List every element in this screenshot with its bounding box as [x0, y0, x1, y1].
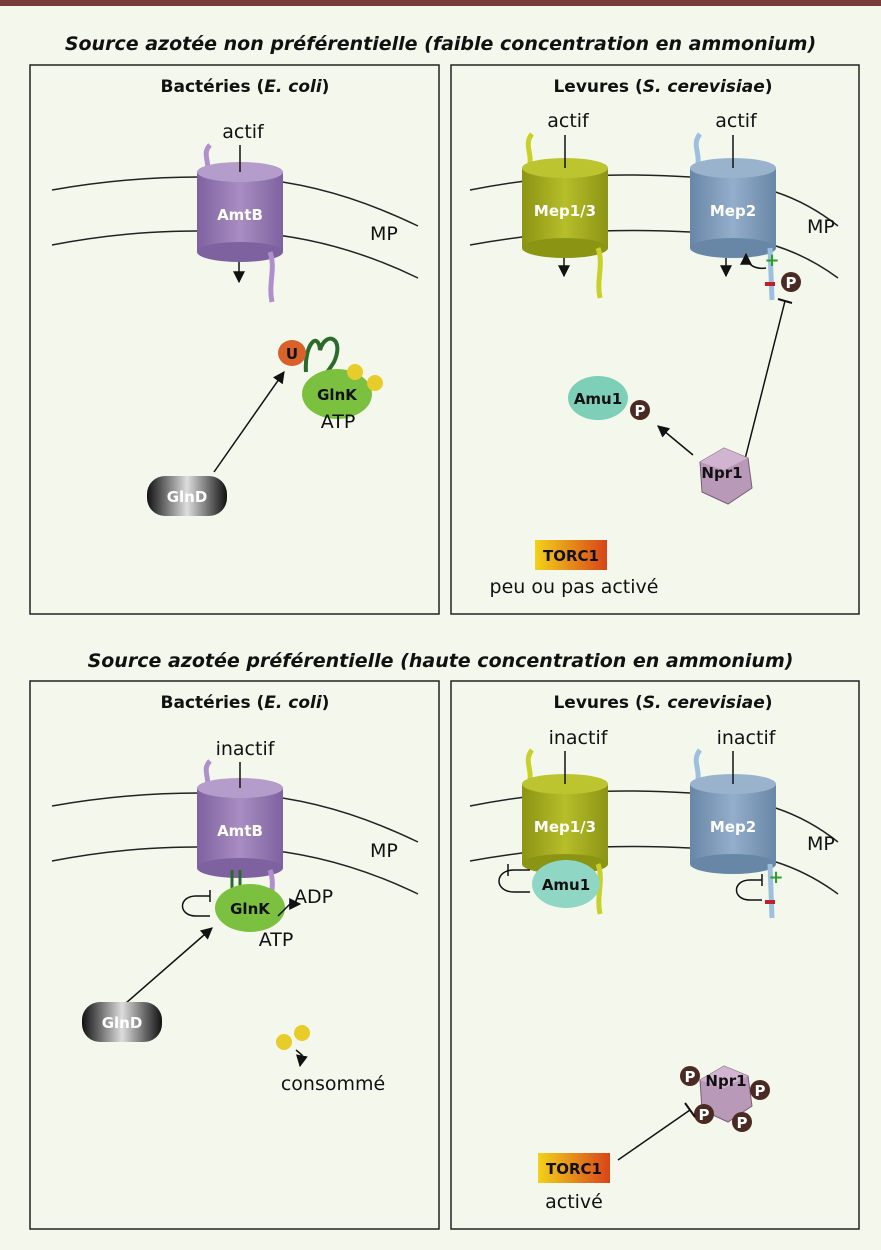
atp-label-high: ATP: [259, 929, 294, 951]
torc1-complex-high: TORC1: [538, 1153, 610, 1183]
torc1-inhibits-npr1-bar: [684, 1102, 696, 1118]
panel-yeast-high: [450, 680, 860, 1230]
mep13-label-low: Mep1/3: [534, 202, 596, 220]
amtb-label-low: AmtB: [217, 206, 263, 224]
mep2-label-low: Mep2: [710, 202, 756, 220]
state-mep2-high: inactif: [717, 727, 777, 749]
svg-text:P: P: [699, 1106, 710, 1124]
inhibition-loop-mep13-high: [498, 869, 530, 893]
npr1-to-amu1-arrow: [657, 425, 694, 456]
inhibition-loop-amtb-high: [181, 895, 210, 917]
glnk-protein-high: [215, 884, 285, 932]
phospho-npr1-high-4: P: [732, 1112, 752, 1132]
glnd-enzyme-low: GlnD: [147, 476, 227, 516]
plus-charge-high: +: [768, 867, 783, 888]
panel-bacteria-high: [29, 680, 440, 1230]
phospho-label-mep2-low: P: [786, 274, 797, 292]
npr1-inhibits-mep2-bar: [777, 298, 793, 304]
mep2-label-high: Mep2: [710, 818, 756, 836]
amu1-protein-high: Amu1: [532, 860, 600, 908]
svg-text:P: P: [685, 1068, 696, 1086]
torc1-complex-low: TORC1: [535, 540, 607, 570]
glnk-label-low: GlnK: [317, 386, 358, 404]
atp-label-low: ATP: [321, 411, 356, 433]
svg-text:P: P: [737, 1114, 748, 1132]
torc1-inhibits-npr1-line: [617, 1109, 691, 1161]
header-bacteria-low: Bactéries (E. coli): [161, 77, 330, 97]
top-rule: [0, 0, 881, 6]
phospho-mep2-low: P: [781, 272, 801, 292]
svg-text:P: P: [755, 1082, 766, 1100]
npr1-label-high: Npr1: [705, 1072, 746, 1090]
minus-charge-low: [765, 282, 775, 286]
mep2-transporter-high: Mep2: [690, 748, 776, 919]
membrane-label-yeast-high: MP: [807, 833, 835, 855]
amu1-label-high: Amu1: [542, 876, 590, 894]
plus-charge-low: +: [764, 250, 779, 271]
phospho-npr1-high-2: P: [750, 1080, 770, 1100]
state-mep13-low: actif: [547, 110, 590, 132]
amtb-transporter-high: AmtB: [197, 759, 283, 878]
state-mep2-low: actif: [715, 110, 758, 132]
autoinhibition-arrow-mep2-low: [740, 252, 767, 270]
panel-bacteria-low: [29, 64, 440, 615]
amu1-label-low: Amu1: [574, 390, 622, 408]
membrane-label-bacteria-low: MP: [370, 223, 398, 245]
state-amtb-low: actif: [222, 121, 265, 143]
atp-dot-1: [347, 364, 363, 380]
atp-consumed-dot-2: [294, 1025, 310, 1041]
glnk-label-high: GlnK: [230, 900, 271, 918]
uridylyl-label: U: [286, 345, 298, 363]
glnd-label-high: GlnD: [102, 1014, 143, 1032]
glnd-arrow-low: [213, 371, 285, 473]
adp-label-high: ADP: [294, 886, 333, 908]
header-yeast-low: Levures (S. cerevisiae): [553, 77, 772, 97]
header-bacteria-high: Bactéries (E. coli): [161, 693, 330, 713]
uridylyl-group: U: [278, 340, 306, 366]
section-title-high-ammonium: Source azotée préférentielle (haute conc…: [87, 650, 794, 672]
glnd-arrow-high: [125, 927, 213, 1004]
glnd-label-low: GlnD: [167, 488, 208, 506]
glnk-complex-low: GlnK ATP: [302, 336, 383, 433]
state-mep13-high: inactif: [549, 727, 609, 749]
state-amtb-high: inactif: [216, 738, 276, 760]
npr1-label-low: Npr1: [701, 464, 742, 482]
glnd-enzyme-high: GlnD: [82, 1002, 162, 1042]
amtb-label-high: AmtB: [217, 822, 263, 840]
consumed-arrow: [295, 1049, 308, 1068]
membrane-label-bacteria-high: MP: [370, 840, 398, 862]
glnk-protein-low: [302, 369, 372, 419]
inhibition-loop-mep2-high: [735, 879, 762, 901]
minus-charge-high: [765, 900, 775, 904]
phospho-npr1-high-1: P: [680, 1066, 700, 1086]
torc1-state-high: activé: [545, 1191, 603, 1213]
phospho-label-amu1-low: P: [635, 402, 646, 420]
panel-yeast-low: [450, 64, 860, 615]
atp-dot-2: [367, 375, 383, 391]
phospho-npr1-high-3: P: [694, 1104, 714, 1124]
npr1-inhibits-mep2-line: [744, 300, 786, 460]
torc1-label-high: TORC1: [546, 1160, 602, 1178]
torc1-state-low: peu ou pas activé: [490, 576, 659, 598]
header-yeast-high: Levures (S. cerevisiae): [553, 693, 772, 713]
section-title-low-ammonium: Source azotée non préférentielle (faible…: [64, 33, 817, 55]
membrane-label-yeast-low: MP: [807, 216, 835, 238]
atp-to-adp-arrow: [277, 898, 302, 917]
consumed-label: consommé: [281, 1073, 385, 1095]
phospho-amu1-low: P: [630, 400, 650, 420]
torc1-label-low: TORC1: [543, 547, 599, 565]
glnk-bound-high: GlnK: [215, 869, 285, 932]
atp-consumed-dot-1: [276, 1034, 292, 1050]
npr1-kinase-low: Npr1: [699, 447, 753, 505]
amu1-protein-low: Amu1: [568, 376, 628, 420]
npr1-kinase-high: Npr1: [699, 1065, 753, 1123]
mep13-label-high: Mep1/3: [534, 818, 596, 836]
